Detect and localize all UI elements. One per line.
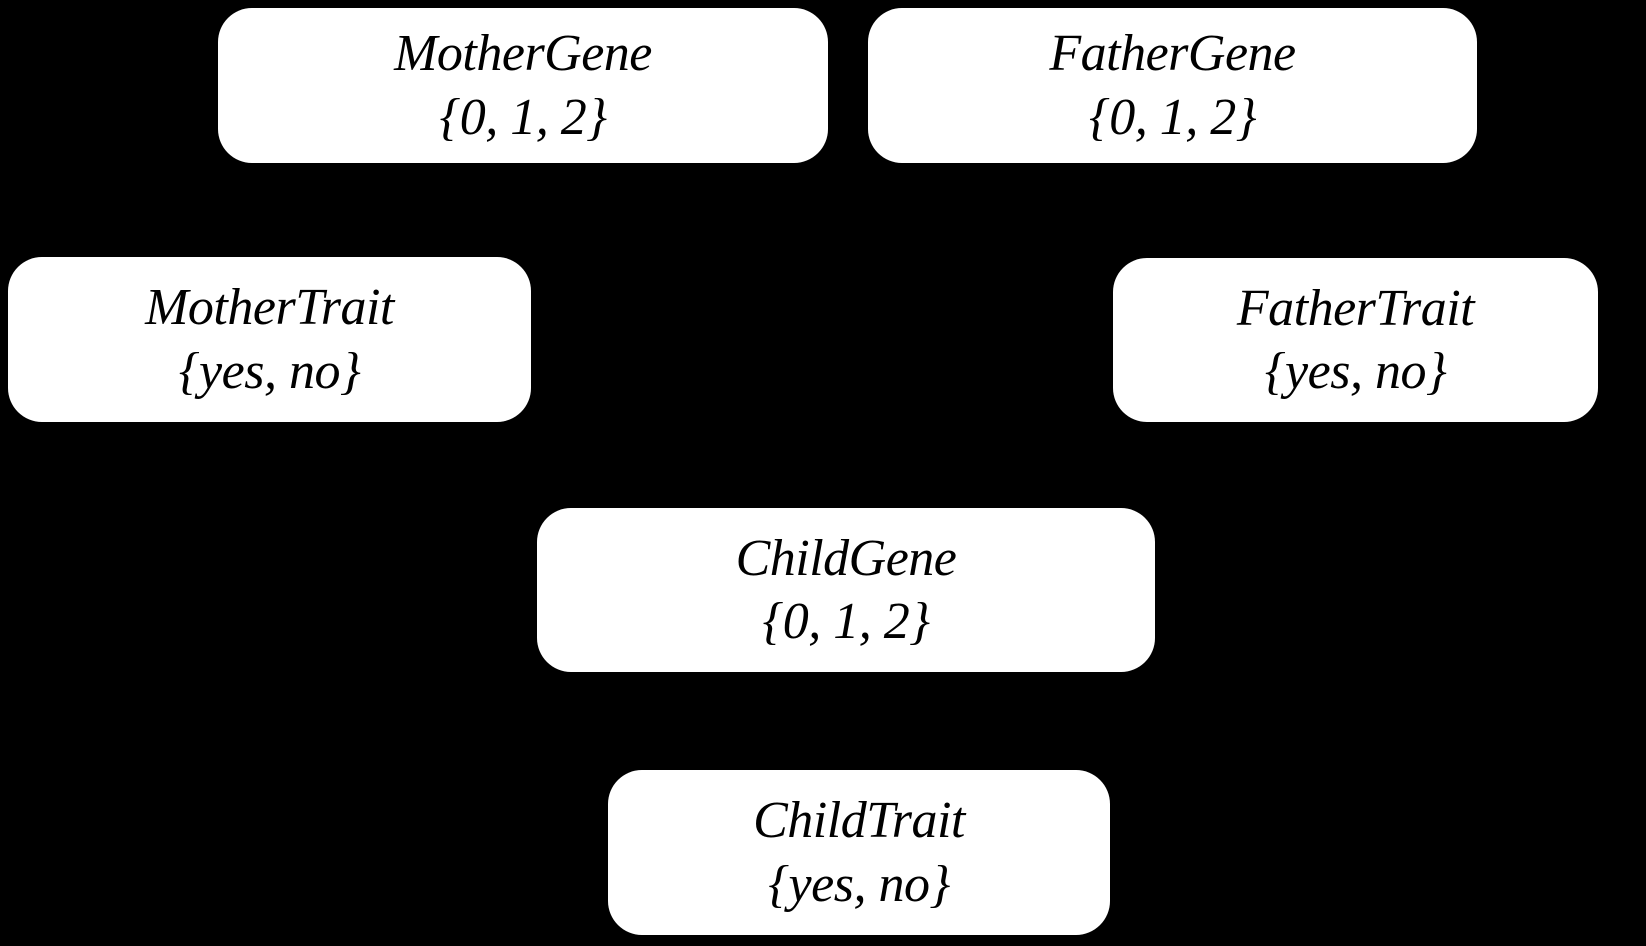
node-mother-gene-title: MotherGene [394, 25, 652, 83]
node-child-gene[interactable]: ChildGene {0, 1, 2} [537, 508, 1155, 672]
node-father-trait[interactable]: FatherTrait {yes, no} [1113, 258, 1598, 422]
node-child-gene-domain: {0, 1, 2} [762, 593, 930, 650]
node-mother-gene-domain: {0, 1, 2} [439, 88, 607, 146]
node-child-trait-domain: {yes, no} [768, 855, 950, 913]
node-child-gene-title: ChildGene [735, 529, 957, 587]
node-mother-trait-title: MotherTrait [145, 279, 394, 337]
node-child-trait[interactable]: ChildTrait {yes, no} [608, 770, 1110, 935]
node-father-gene-title: FatherGene [1049, 25, 1296, 83]
node-mother-gene[interactable]: MotherGene {0, 1, 2} [218, 8, 828, 163]
node-mother-trait[interactable]: MotherTrait {yes, no} [8, 257, 531, 422]
node-mother-trait-domain: {yes, no} [178, 342, 361, 400]
node-father-gene-domain: {0, 1, 2} [1088, 88, 1257, 146]
node-father-trait-domain: {yes, no} [1264, 343, 1447, 400]
node-child-trait-title: ChildTrait [753, 792, 965, 850]
node-father-gene[interactable]: FatherGene {0, 1, 2} [868, 8, 1477, 163]
node-father-trait-title: FatherTrait [1236, 279, 1475, 337]
